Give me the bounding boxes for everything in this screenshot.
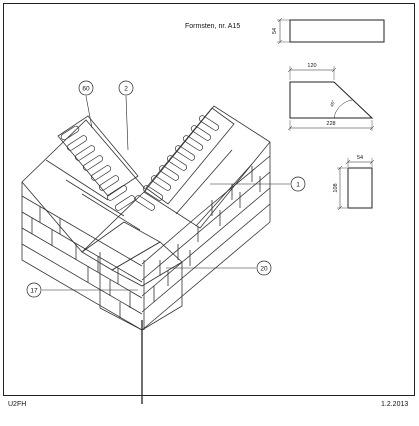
callout-17: 17 xyxy=(26,282,138,298)
drawing-title: Formsten, nr. A15 xyxy=(185,23,241,30)
inner-brick-a xyxy=(81,221,161,271)
end-height-dim: 108 xyxy=(333,183,339,192)
plan-angle-dim: 45° xyxy=(329,99,336,107)
callout-20-label: 20 xyxy=(260,266,268,273)
drawing-code: U2FH xyxy=(8,401,27,408)
brick-corner-view xyxy=(21,105,271,404)
top-view xyxy=(277,17,385,45)
plan-view xyxy=(287,66,375,131)
callout-60: 60 xyxy=(78,80,94,129)
plan-bottom-dim: 228 xyxy=(326,121,335,127)
callout-1: 1 xyxy=(210,176,306,192)
right-cap-band xyxy=(143,105,271,229)
drawing-date: 1.2.2013 xyxy=(381,401,409,408)
right-slot-pattern xyxy=(134,115,220,211)
plan-top-dim: 120 xyxy=(307,63,316,69)
callout-1-label: 1 xyxy=(296,182,300,189)
right-cap-brick xyxy=(145,107,235,205)
callout-2-label: 2 xyxy=(124,86,128,93)
end-view xyxy=(337,158,375,211)
callout-20: 20 xyxy=(166,260,272,276)
top-view-height-dim: 54 xyxy=(272,28,278,34)
inner-brick-b xyxy=(111,241,183,287)
callout-17-label: 17 xyxy=(30,288,38,295)
callout-60-label: 60 xyxy=(82,86,90,93)
end-width-dim: 54 xyxy=(357,155,363,161)
drawing-border xyxy=(3,3,415,396)
left-slot-pattern xyxy=(60,125,136,211)
callout-2: 2 xyxy=(118,80,134,151)
